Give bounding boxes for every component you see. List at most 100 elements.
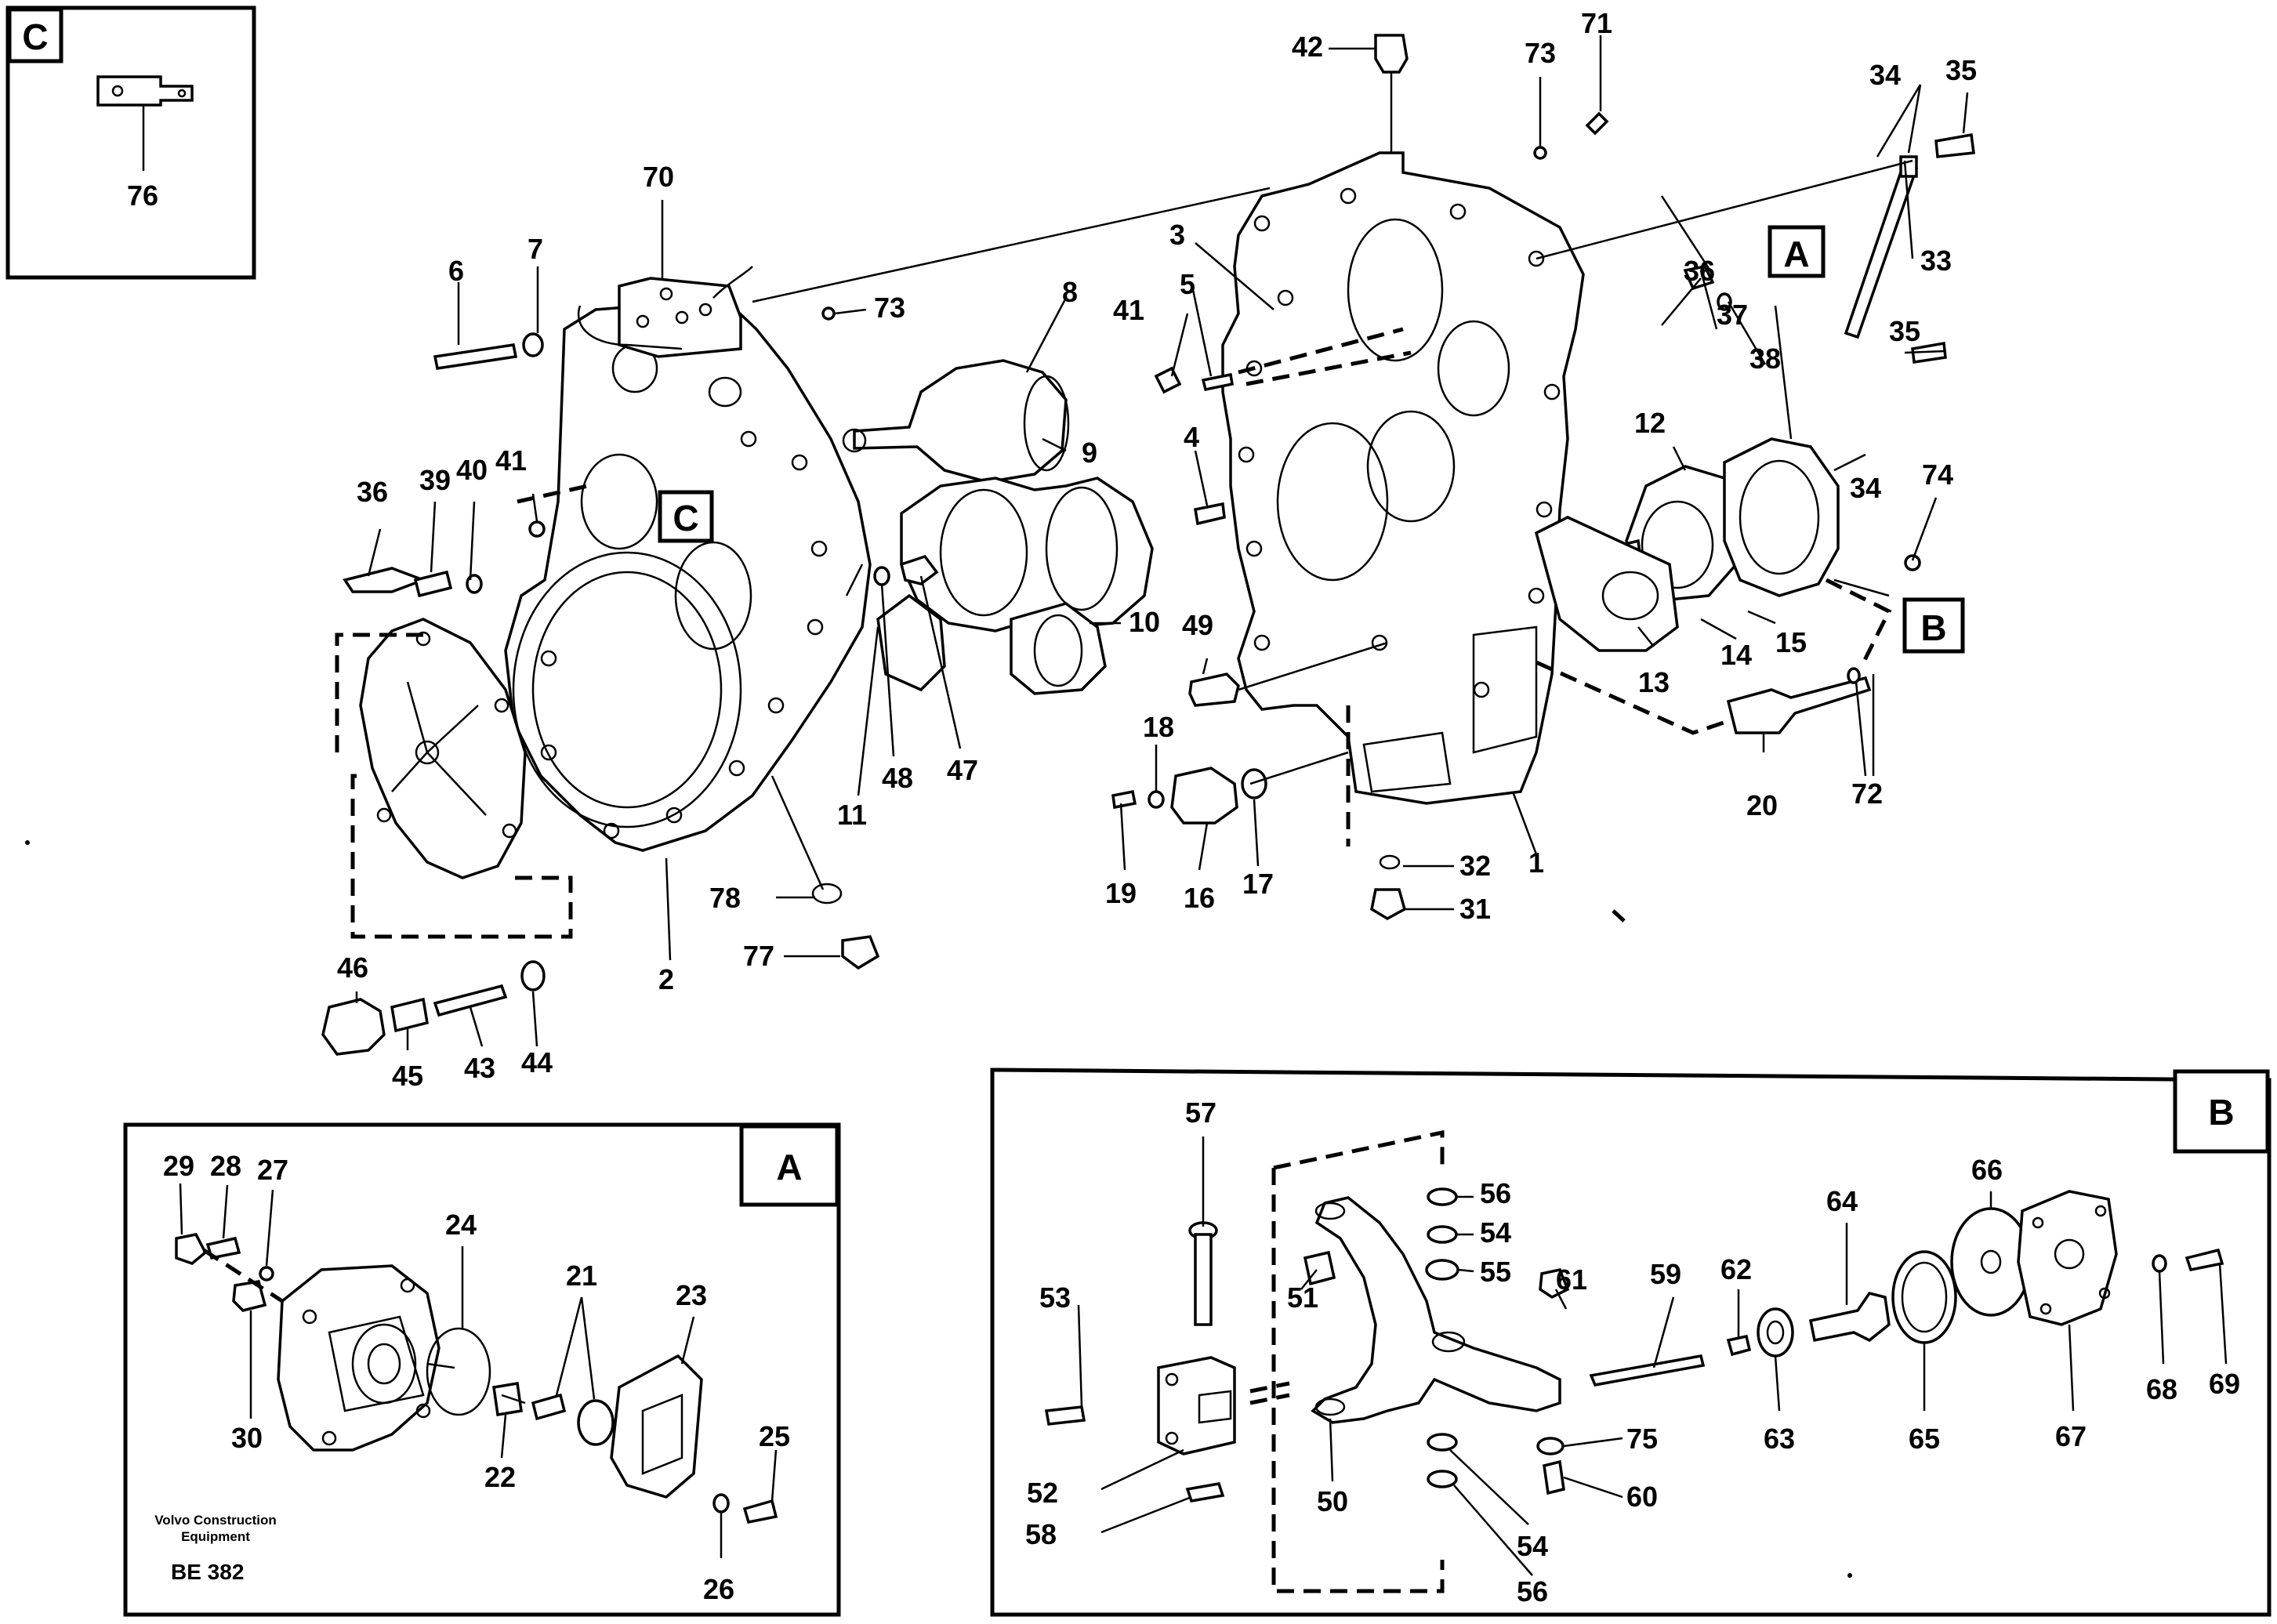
callout-78: 78 (709, 882, 741, 914)
callout-41: 41 (495, 444, 527, 477)
bushing-22 (492, 1381, 523, 1417)
shift-fork-50 (1311, 1196, 1561, 1424)
washer-68 (2152, 1254, 2167, 1273)
callout-72: 72 (1851, 778, 1883, 810)
callout-70: 70 (643, 161, 674, 193)
cover-plate-23 (610, 1354, 703, 1499)
callout-3: 3 (1169, 219, 1185, 251)
callout-2: 2 (658, 963, 674, 995)
callout-50: 50 (1317, 1485, 1348, 1517)
callout-29: 29 (163, 1150, 194, 1182)
callout-55: 55 (1480, 1256, 1511, 1288)
callout-17: 17 (1242, 868, 1274, 900)
callout-54: 54 (1517, 1530, 1548, 1562)
callout-47: 47 (947, 754, 978, 786)
callout-53: 53 (1039, 1281, 1071, 1314)
callout-21: 21 (566, 1260, 597, 1292)
ref-box-b-label: B (1920, 607, 1946, 648)
inset-a-tag: A (776, 1147, 802, 1187)
callout-26: 26 (703, 1573, 734, 1605)
pump-cover (359, 618, 527, 879)
callout-30: 30 (231, 1422, 263, 1454)
callout-41: 41 (1113, 294, 1144, 326)
ref-box-c-label: C (673, 498, 698, 538)
callout-40: 40 (456, 454, 488, 486)
connector-part-47 (899, 554, 939, 585)
callout-12: 12 (1634, 407, 1666, 439)
washer-part-48 (873, 566, 890, 586)
cover-body (277, 1264, 441, 1452)
bolt-part-6 (433, 343, 518, 370)
callout-42: 42 (1292, 31, 1323, 63)
callout-60: 60 (1626, 1481, 1658, 1513)
bolt-part-35-upper (1934, 132, 1975, 158)
shield-part-13 (1534, 516, 1679, 652)
plug-part-49 (1188, 672, 1240, 707)
callout-25: 25 (759, 1420, 790, 1452)
publisher-line-2: Equipment (181, 1529, 250, 1544)
callout-28: 28 (210, 1150, 241, 1182)
callout-8: 8 (1062, 276, 1078, 308)
callout-34: 34 (1869, 59, 1901, 91)
inset-b: B (990, 1068, 2272, 1617)
bolt-part-19 (1111, 789, 1137, 810)
callout-39: 39 (419, 464, 451, 496)
callout-52: 52 (1027, 1477, 1058, 1509)
nut-61 (1539, 1267, 1570, 1300)
o-ring-24 (426, 1327, 491, 1416)
callout-73: 73 (1525, 37, 1556, 69)
callout-38: 38 (1749, 343, 1781, 375)
inset-a-tag-box (739, 1124, 839, 1207)
callout-44: 44 (521, 1046, 553, 1078)
shift-block-52 (1157, 1356, 1236, 1455)
callout-59: 59 (1650, 1258, 1681, 1290)
inset-b-tag: B (2208, 1092, 2234, 1133)
pin-part-4 (1193, 502, 1226, 526)
ref-box-a-label: A (1783, 234, 1809, 274)
callout-18: 18 (1143, 711, 1174, 743)
spring-62 (1726, 1334, 1752, 1357)
washer-part-38 (1717, 292, 1732, 311)
callout-56: 56 (1517, 1575, 1548, 1608)
inset-a-frame (123, 1122, 841, 1617)
callout-69: 69 (2209, 1368, 2240, 1400)
callout-71: 71 (1581, 7, 1612, 39)
callout-7: 7 (528, 233, 543, 265)
fitting-part-37 (1683, 265, 1715, 291)
main-exploded-view: A B C 42 73 71 34 35 70 6 7 73 8 3 41 5 … (321, 7, 1977, 1092)
callout-51: 51 (1287, 1281, 1318, 1314)
callout-6: 6 (448, 255, 464, 287)
inset-b-frame (990, 1068, 2272, 1617)
callout-34: 34 (1850, 472, 1881, 504)
inset-a: A 29 28 (123, 1122, 841, 1617)
shaft-gear-part-9 (900, 477, 1154, 633)
callout-10: 10 (1129, 606, 1160, 638)
callout-32: 32 (1459, 850, 1491, 882)
breather-part-42 (1374, 34, 1409, 153)
callout-77: 77 (743, 940, 774, 972)
plug-part-31 (1370, 854, 1407, 921)
callout-63: 63 (1764, 1423, 1795, 1455)
washer-part-7 (522, 332, 544, 357)
main-housing-part-1 (1221, 151, 1585, 805)
callout-58: 58 (1025, 1518, 1057, 1550)
callout-61: 61 (1556, 1263, 1587, 1296)
callout-67: 67 (2055, 1420, 2087, 1452)
callout-31: 31 (1459, 893, 1491, 925)
callout-36: 36 (357, 476, 388, 508)
bearing-stack-lower (1427, 1433, 1458, 1488)
gear-part-10 (1010, 602, 1107, 695)
callout-24: 24 (445, 1209, 477, 1241)
callout-46: 46 (337, 952, 368, 984)
plug-29 (175, 1233, 208, 1265)
washer-part-18 (1148, 790, 1165, 809)
seal-65 (1891, 1250, 1957, 1344)
callout-49: 49 (1182, 609, 1213, 641)
callout-68: 68 (2146, 1373, 2177, 1405)
shaft-gear-part-8 (842, 359, 1070, 484)
callout-11: 11 (837, 799, 867, 831)
callout-35: 35 (1889, 315, 1920, 347)
inset-c: C 76 (5, 5, 256, 280)
pin-part-5 (1201, 372, 1235, 392)
